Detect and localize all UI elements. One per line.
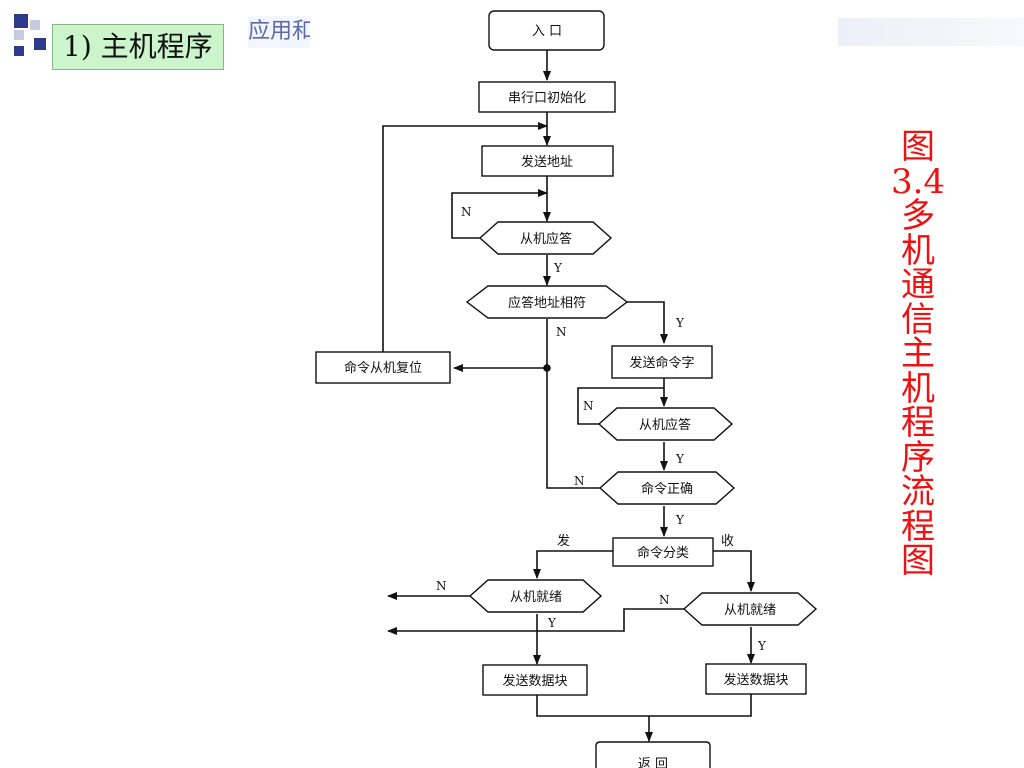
node-send-command: [611, 345, 713, 379]
node-return-text: 返 回: [638, 757, 668, 768]
node-slave-ready-send: [468, 579, 603, 613]
label-ack2-y: Y: [675, 452, 685, 466]
node-address-match: [465, 285, 629, 319]
label-match-n: N: [556, 325, 567, 339]
node-send-block-right: [705, 663, 807, 695]
node-command-ok-text: 命令正确: [641, 481, 693, 497]
node-send-command-text: 发送命令字: [629, 355, 694, 371]
node-slave-ack-2: [597, 407, 734, 441]
node-command-classify: [612, 537, 714, 567]
flow-shapes: [315, 10, 818, 768]
deco-square: [14, 30, 24, 40]
label-ready-send-y: Y: [547, 616, 557, 630]
node-send-block-left: [482, 664, 588, 696]
node-init-text: 串行口初始化: [508, 91, 586, 106]
node-return: [595, 741, 711, 768]
flow-node-texts: 入 口 串行口初始化 发送地址 从机应答 应答地址相符 发送命令字 命令从机复位…: [344, 24, 789, 768]
slide-title: 1) 主机程序: [52, 24, 224, 70]
node-slave-ready-recv: [682, 592, 818, 626]
node-send-address-text: 发送地址: [521, 154, 573, 170]
label-ready-recv-y: Y: [757, 639, 767, 653]
label-recv-branch: 收: [721, 534, 734, 549]
node-send-address: [481, 145, 614, 177]
deco-square: [34, 38, 46, 50]
node-init: [478, 81, 616, 113]
deco-square: [30, 20, 40, 30]
label-match-y: Y: [675, 316, 685, 330]
flow-connectors: [382, 50, 755, 742]
node-command-classify-text: 命令分类: [637, 545, 689, 561]
node-slave-reset: [315, 351, 451, 384]
header-bar-decoration: [838, 18, 1024, 46]
figure-caption: 图3.4 多机通信主机程序流程图: [890, 127, 946, 581]
label-cmdok-y: Y: [675, 513, 685, 527]
label-ack1-n: N: [461, 205, 472, 219]
node-send-block-left-text: 发送数据块: [502, 673, 567, 689]
node-address-match-text: 应答地址相符: [508, 295, 586, 311]
node-slave-ack-1-text: 从机应答: [520, 231, 572, 247]
node-slave-ack-1: [478, 221, 613, 255]
deco-square: [14, 46, 24, 56]
node-slave-reset-text: 命令从机复位: [344, 360, 422, 376]
partial-heading: 应用和: [248, 16, 310, 48]
label-ready-recv-n: N: [659, 593, 670, 607]
node-entry-text: 入 口: [532, 24, 562, 39]
label-send-branch: 发: [557, 533, 570, 549]
label-ready-send-n: N: [436, 579, 447, 593]
flow-branch-labels: N Y N Y N Y N Y 发 收 N Y N Y: [436, 205, 767, 653]
deco-square: [14, 14, 28, 28]
node-entry: [488, 10, 605, 51]
label-ack1-y: Y: [553, 261, 563, 275]
node-slave-ack-2-text: 从机应答: [639, 417, 691, 433]
label-cmdok-n: N: [574, 474, 585, 488]
node-slave-ready-recv-text: 从机就绪: [724, 603, 776, 618]
node-send-block-right-text: 发送数据块: [723, 672, 788, 688]
label-ack2-n: N: [583, 399, 594, 413]
node-slave-ready-send-text: 从机就绪: [510, 590, 562, 605]
node-command-ok: [598, 471, 736, 505]
